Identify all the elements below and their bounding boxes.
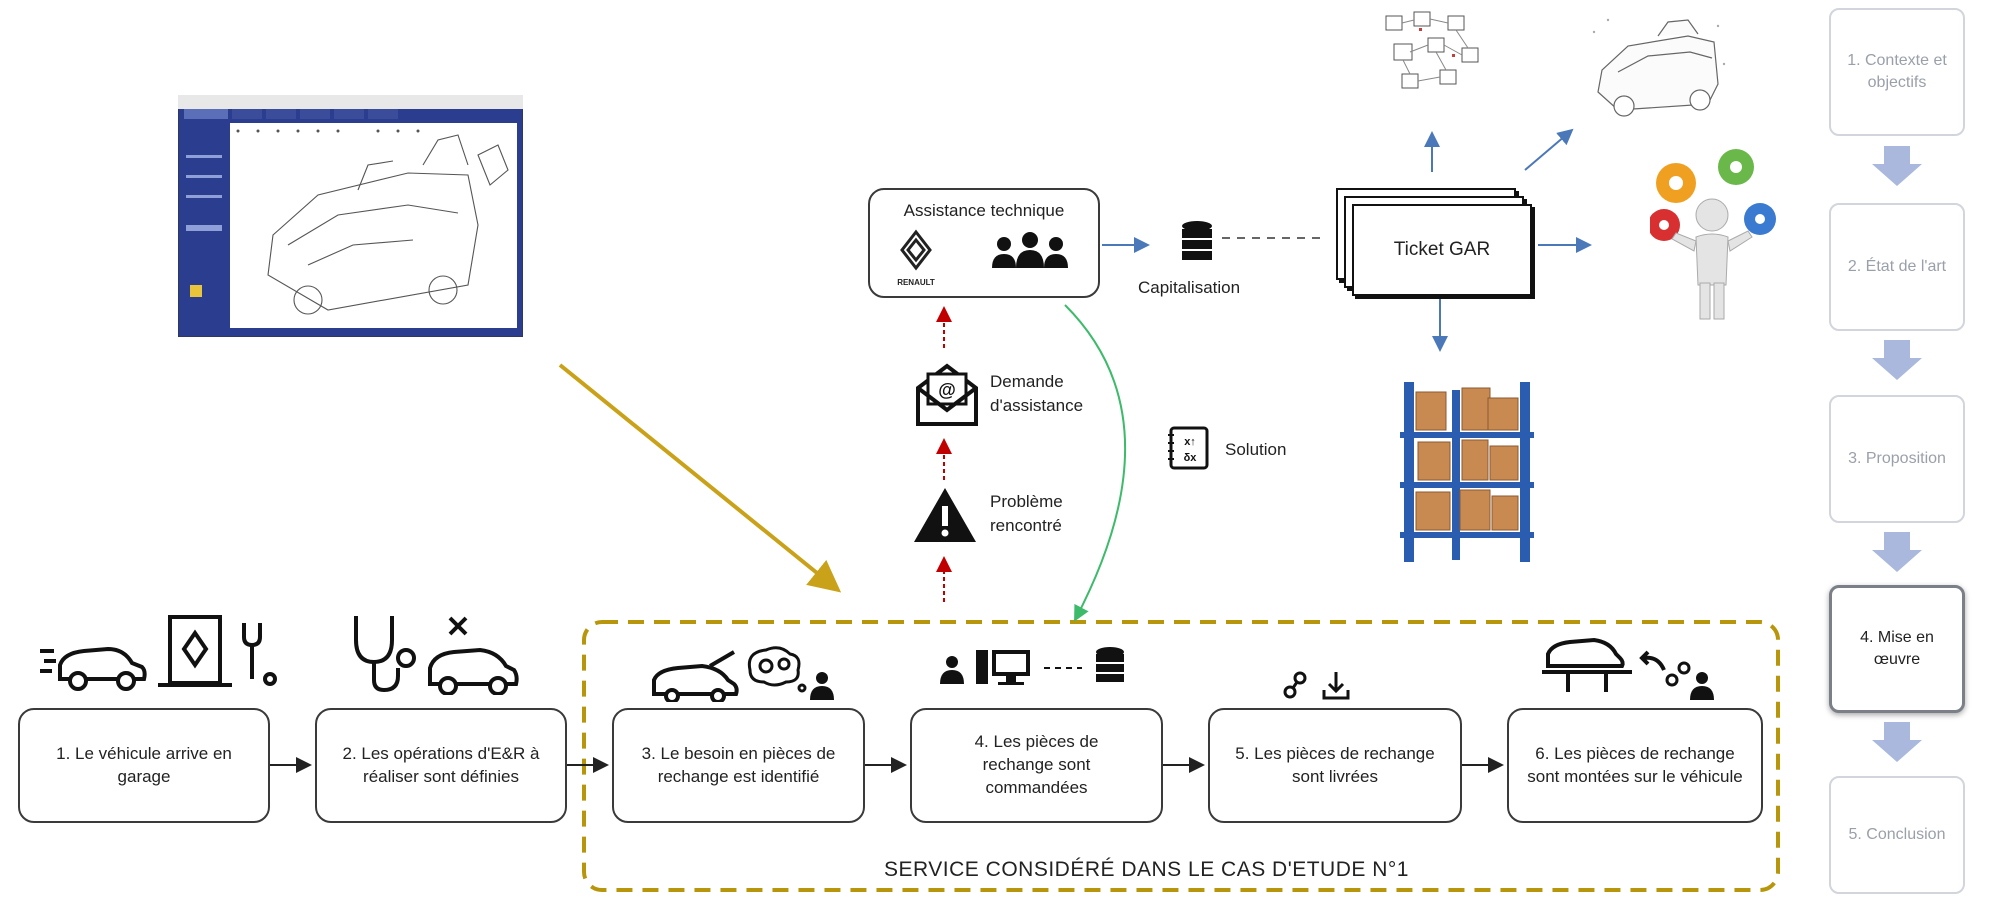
renault-brand-text: RENAULT (897, 278, 935, 287)
request-label: Demande d'assistance (990, 372, 1084, 415)
capitalisation-database-icon (1182, 221, 1212, 260)
parts-warehouse-image (1400, 382, 1534, 562)
process-step-2-label: 2. Les opérations d'E&R à réaliser sont … (342, 743, 540, 786)
svg-text:@: @ (938, 380, 956, 400)
svg-text:x↑: x↑ (1184, 436, 1196, 448)
sidebar-item-mise-en-oeuvre-label: 4. Mise en œuvre (1860, 629, 1934, 668)
step2-icons (354, 616, 519, 695)
garage-icon (158, 615, 232, 687)
assistance-title: Assistance technique (903, 201, 1065, 220)
sidebar-down-arrow-icon (1872, 340, 1922, 380)
solution-curve (1064, 304, 1126, 622)
assistance-icons: RENAULT (897, 229, 1068, 287)
download-icon (1322, 672, 1350, 700)
person-gears-image (1650, 149, 1776, 320)
solution-label: Solution (1225, 440, 1287, 459)
process-step-1-label: 1. Le véhicule arrive en garage (56, 743, 232, 786)
person-icon (1690, 672, 1714, 700)
process-step-5-label: 5. Les pièces de rechange sont livrées (1235, 743, 1435, 786)
process-step-3-label: 3. Le besoin en pièces de rechange est i… (641, 743, 836, 786)
sidebar-item-etat-art[interactable]: 2. État de l'art (1829, 203, 1965, 331)
gear-blue-icon (1744, 203, 1776, 235)
diagonal-arrow (558, 363, 842, 593)
sidebar-item-conclusion[interactable]: 5. Conclusion (1829, 776, 1965, 894)
process-step-3: 3. Le besoin en pièces de rechange est i… (612, 708, 865, 823)
sidebar-item-proposition-label: 3. Proposition (1848, 450, 1946, 468)
gears-thought-icon (747, 646, 807, 693)
database-icon (1096, 647, 1124, 682)
computer-icon (976, 650, 1030, 685)
figure-icon (1671, 198, 1753, 320)
software-screenshot (178, 95, 523, 337)
sidebar-item-mise-en-oeuvre[interactable]: 4. Mise en œuvre (1829, 585, 1965, 713)
person-icon (810, 672, 834, 700)
fast-car-icon (40, 646, 147, 691)
service-label: SERVICE CONSIDÉRÉ DANS LE CAS D'ETUDE N°… (884, 858, 1409, 881)
gear-red-icon (1650, 209, 1680, 241)
sidebar-item-contexte-label: 1. Contexte et objectifs (1847, 52, 1947, 91)
step6-icons (1542, 637, 1714, 700)
parts-icon (1283, 671, 1307, 699)
vehicle-sketch-image (1592, 18, 1726, 117)
process-step-1: 1. Le véhicule arrive en garage (18, 708, 270, 823)
stethoscope-icon (354, 616, 416, 693)
sidebar-down-arrow-icon (1872, 146, 1922, 186)
car-lift-icon (1542, 637, 1632, 692)
process-step-6: 6. Les pièces de rechange sont montées s… (1507, 708, 1763, 823)
car-cross-icon (428, 616, 519, 695)
step4-icons (940, 647, 1124, 685)
process-step-4-label: 4. Les pièces de rechange sont commandée… (974, 732, 1099, 797)
sidebar-down-arrow-icon (1872, 532, 1922, 572)
car-hood-icon (652, 650, 739, 702)
problem-label: Problème rencontré (990, 492, 1063, 535)
step1-icons (40, 615, 277, 691)
flow-diagram-image (1385, 11, 1479, 89)
user-icon (940, 656, 964, 684)
team-icon (992, 232, 1068, 268)
gear-green-icon (1718, 149, 1754, 185)
parts-icon (1665, 661, 1691, 687)
svg-text:δx: δx (1184, 452, 1198, 464)
process-step-2: 2. Les opérations d'E&R à réaliser sont … (315, 708, 567, 823)
process-step-5: 5. Les pièces de rechange sont livrées (1208, 708, 1462, 823)
sidebar-item-etat-art-label: 2. État de l'art (1847, 258, 1947, 276)
service-frame (582, 620, 1780, 892)
step3-icons (652, 646, 834, 702)
process-step-6-label: 6. Les pièces de rechange sont montées s… (1527, 743, 1743, 786)
capitalisation-label: Capitalisation (1138, 278, 1241, 297)
warning-icon (914, 488, 976, 542)
arrow-back-icon (1639, 650, 1666, 671)
process-step-4: 4. Les pièces de rechange sont commandée… (910, 708, 1163, 823)
sidebar-item-contexte[interactable]: 1. Contexte et objectifs (1829, 8, 1965, 136)
blue-arrow-diag (1524, 128, 1574, 171)
ticket-label: Ticket GAR (1393, 239, 1491, 260)
solution-icon: x↑ δx (1168, 426, 1209, 470)
wrench-icon (242, 623, 277, 686)
email-request-icon: @ (916, 363, 978, 426)
sidebar-item-proposition[interactable]: 3. Proposition (1829, 395, 1965, 523)
sidebar-item-conclusion-label: 5. Conclusion (1848, 826, 1946, 844)
sidebar-down-arrow-icon (1872, 722, 1922, 762)
renault-logo-icon (900, 229, 932, 271)
step5-icons (1283, 671, 1350, 700)
ticket-box: Ticket GAR (1352, 204, 1532, 296)
gear-orange-icon (1656, 163, 1696, 203)
